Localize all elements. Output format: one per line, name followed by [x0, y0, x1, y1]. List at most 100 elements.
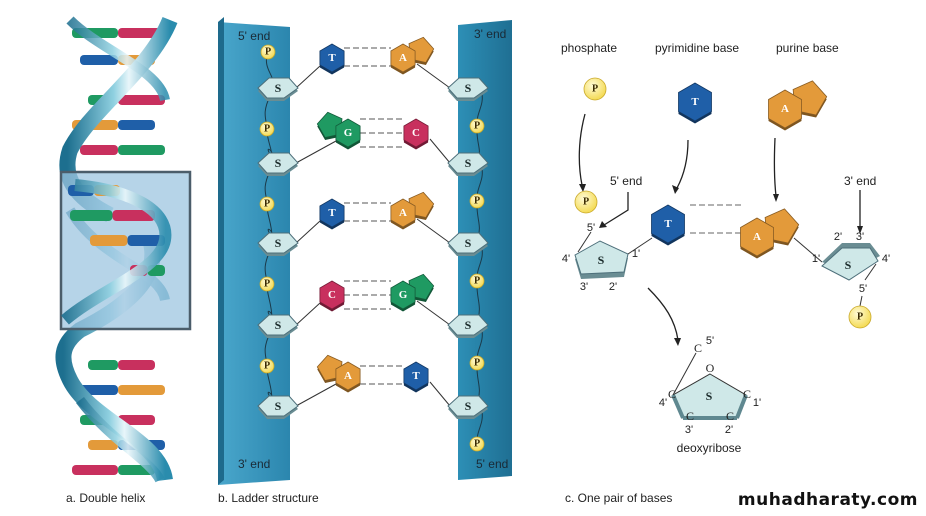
sugar-letter: S [465, 156, 472, 170]
base-ring-t [403, 361, 429, 391]
right-sugar: S [447, 77, 489, 101]
right-sugar: S [447, 232, 489, 256]
arrowheads [579, 184, 863, 346]
base-letter: A [781, 103, 789, 115]
legend-purine-symbol: A [768, 80, 828, 131]
deoxyribose-c3: C [686, 409, 694, 423]
sugar-ring [447, 77, 489, 99]
base-letter: T [328, 207, 336, 219]
base-letter: T [691, 96, 699, 108]
right-strand-5-end-label: 5' end [476, 457, 508, 471]
glycosidic-bond [416, 218, 451, 244]
base-c-left: C [319, 280, 345, 312]
helix-rung-right [118, 120, 155, 130]
deoxyribose-pos-4: 4' [659, 397, 667, 409]
caption-ladder-structure: b. Ladder structure [218, 491, 319, 505]
left-sugar: S [257, 314, 299, 338]
right-sugar: S [447, 152, 489, 176]
bond-5prime-right [864, 263, 877, 281]
glycosidic-bond [295, 65, 321, 89]
right-sugar-pos-3: 4' [882, 253, 890, 265]
sugar-letter: S [845, 258, 852, 272]
helix-rung-left [70, 210, 113, 221]
helix-rung-left [88, 360, 118, 370]
deoxyribose-s-label: S [706, 389, 713, 403]
bond-5prime [577, 231, 592, 253]
pair-left-sugar: S [574, 240, 629, 279]
glycosidic-bond [295, 140, 337, 164]
left-sugar: S [257, 232, 299, 256]
pair-3-end-label: 3' end [844, 174, 876, 188]
base-letter: T [664, 218, 672, 230]
arrow-phosphate [578, 113, 586, 186]
legend-symbols: PTA [583, 77, 828, 131]
left-sugar-pos-0: 5' [587, 222, 595, 234]
sugar-ring [447, 232, 489, 254]
helix-rung-left [88, 440, 118, 450]
deoxyribose-oxygen: O [706, 361, 715, 375]
base-t-right: T [403, 361, 429, 393]
right-sugar-pos-0: 2' [834, 231, 842, 243]
sugar-letter: S [598, 253, 605, 267]
deoxyribose-c5: C [694, 341, 702, 355]
glycosidic-bond [429, 381, 451, 407]
deoxyribose-c4: C [668, 387, 676, 401]
base-ring-a [390, 43, 416, 73]
helix-rung-left [72, 465, 118, 475]
sugar-letter: S [275, 156, 282, 170]
base-pair-row: T A S S [257, 191, 489, 256]
helix-rung-right [118, 95, 165, 105]
right-sugar-pos-1: 3' [856, 231, 864, 243]
sugar-letter: S [275, 236, 282, 250]
glycosidic-bond [295, 383, 337, 407]
sugar-ring [257, 314, 299, 336]
glycosidic-bond [416, 63, 451, 89]
sugar-ring [447, 314, 489, 336]
sugar-letter: S [275, 399, 282, 413]
sugar-ring [257, 77, 299, 99]
phosphate-circle [469, 436, 485, 452]
base-letter: T [328, 52, 336, 64]
base-letter: A [399, 207, 407, 219]
glycosidic-bond [295, 220, 321, 244]
arrows [578, 113, 861, 341]
phosphate-letter: P [474, 439, 480, 450]
left-sugar: S [257, 77, 299, 101]
phosphate-letter: P [265, 47, 271, 58]
glycosidic-bond [295, 302, 321, 326]
legend-purine-label: purine base [776, 41, 839, 55]
legend-phosphate-label: phosphate [561, 41, 617, 55]
pair-right-sugar: S [821, 243, 880, 281]
base-ring-a [335, 361, 361, 391]
base-ring-t [319, 198, 345, 228]
caption-one-pair: c. One pair of bases [565, 491, 672, 505]
deoxyribose-ring [671, 352, 748, 420]
base-letter: A [753, 231, 761, 243]
base-ring-a [740, 217, 774, 257]
left-strand-side [218, 17, 224, 485]
helix-rung-right [118, 415, 155, 425]
deoxyribose-c1: C [743, 387, 751, 401]
helix-rung-right [112, 210, 155, 221]
base-c-right: C [403, 118, 429, 150]
phosphate-letter: P [474, 121, 480, 132]
sugar-letter: S [275, 318, 282, 332]
base-ring-c [319, 280, 345, 310]
left-backbone-line [264, 51, 273, 402]
base-letter: T [412, 370, 420, 382]
watermark: muhadharaty.com [737, 490, 918, 510]
phosphate-circle [469, 273, 485, 289]
deoxyribose-pos-5: 5' [706, 335, 714, 347]
arrow-purine [773, 137, 777, 197]
phosphate-circle [260, 44, 276, 60]
phosphate-circle [469, 193, 485, 209]
helix-rung-left [80, 55, 118, 65]
pair-right-phosphate: P [848, 305, 872, 329]
right-phosphate: P [469, 118, 485, 134]
left-sugar: S [257, 152, 299, 176]
sugar-letter: S [465, 399, 472, 413]
